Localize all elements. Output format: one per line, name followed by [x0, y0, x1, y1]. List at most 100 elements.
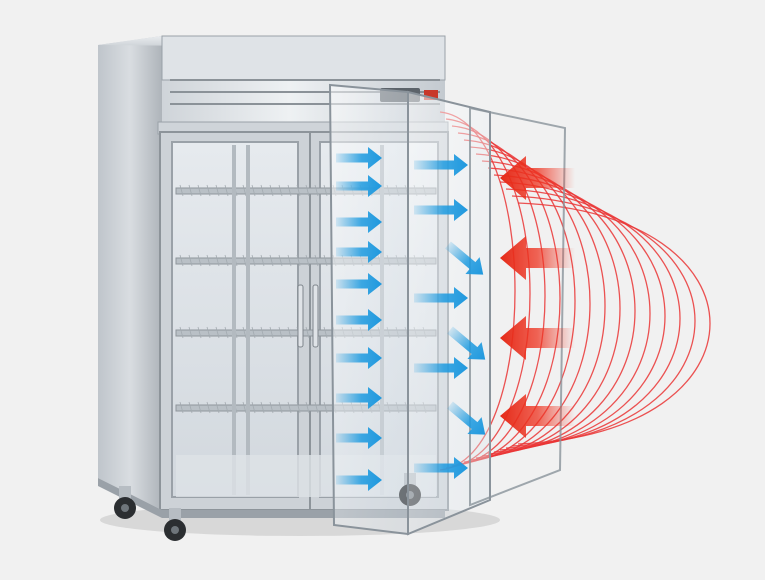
shelf-wire — [215, 401, 220, 414]
shelf-wire — [323, 326, 328, 339]
cold-arrow-icon — [336, 175, 382, 197]
heat-wave-line — [505, 188, 681, 449]
left-door-handle — [297, 284, 304, 348]
shelf-wire — [287, 254, 292, 267]
shelf-wire — [269, 184, 274, 197]
shelf-wire — [287, 326, 292, 339]
shelf-wire — [215, 254, 220, 267]
cold-arrow-icon — [336, 147, 382, 169]
heat-wave-line — [493, 174, 651, 453]
shelf-wire — [260, 254, 265, 267]
shelf-wire — [296, 254, 301, 267]
cold-arrow-icon — [336, 387, 382, 409]
cold-arrow-deflected-icon — [447, 401, 486, 435]
shelf-wire — [197, 184, 202, 197]
shelf-wire — [305, 401, 310, 414]
shelf-wire — [305, 326, 310, 339]
shelf-wire — [251, 326, 256, 339]
shelf-wire — [251, 184, 256, 197]
cabinet-side — [98, 36, 162, 510]
shelf-wire — [188, 254, 193, 267]
shelf-wire — [197, 254, 202, 267]
shelf-wire — [242, 401, 247, 414]
shelf-wire — [197, 401, 202, 414]
glass-panel-inner — [469, 106, 567, 507]
shelf-wire — [179, 184, 184, 197]
cold-arrow-icon — [336, 273, 382, 295]
shelf-wire — [206, 326, 211, 339]
shelf-wire — [287, 184, 292, 197]
shelf-wire — [206, 254, 211, 267]
shelf-wire — [278, 254, 283, 267]
shelf-wire — [215, 184, 220, 197]
warm-arrow-icon — [500, 236, 575, 280]
shelf-wire — [287, 401, 292, 414]
shelf-wire — [224, 184, 229, 197]
shelf-wire — [179, 254, 184, 267]
warm-airflow-arrows — [500, 156, 575, 438]
shelf-wire — [269, 254, 274, 267]
heat-wave-line — [511, 195, 696, 447]
cold-arrow-icon — [414, 154, 468, 176]
caster-front-left-hub — [171, 526, 179, 534]
heat-wave-line — [517, 202, 711, 445]
shelf-wire — [179, 401, 184, 414]
shelf-wire — [296, 184, 301, 197]
cold-arrow-icon — [336, 469, 382, 491]
shelf-wire — [242, 184, 247, 197]
heat-wave-line — [457, 132, 561, 465]
shelf-wire — [188, 184, 193, 197]
shelf-wire — [323, 184, 328, 197]
shelf-wire — [179, 326, 184, 339]
cold-arrow-icon — [336, 347, 382, 369]
cold-arrow-icon — [336, 241, 382, 263]
cold-arrow-icon — [414, 457, 468, 479]
cold-arrow-icon — [336, 309, 382, 331]
shelf-wire — [260, 326, 265, 339]
shelf-wire — [224, 254, 229, 267]
shelf-wire — [260, 184, 265, 197]
shelf-wire — [206, 184, 211, 197]
cold-arrow-deflected-icon — [447, 326, 486, 360]
shelf-wire — [314, 254, 319, 267]
top-grille — [161, 35, 446, 81]
shelf-wire — [323, 401, 328, 414]
shelf-wire — [188, 326, 193, 339]
power-switch — [424, 90, 438, 100]
shelf-wire — [188, 401, 193, 414]
caster-front-left-mount — [169, 508, 181, 522]
cold-airflow-arrows — [336, 147, 486, 491]
shelf-wire — [269, 326, 274, 339]
shelf-wire — [314, 401, 319, 414]
shelf-wire — [242, 254, 247, 267]
shelf-post — [232, 145, 236, 495]
cold-arrow-icon — [336, 427, 382, 449]
shelf-wire — [242, 326, 247, 339]
shelf-wire — [278, 326, 283, 339]
shelf-wire — [305, 254, 310, 267]
shelf-wire — [251, 401, 256, 414]
warm-arrow-icon — [500, 316, 575, 360]
cold-arrow-icon — [414, 287, 468, 309]
caster-back-left-mount — [119, 486, 131, 500]
shelf-wire — [251, 254, 256, 267]
shelf-wire — [260, 401, 265, 414]
cold-arrow-icon — [336, 211, 382, 233]
shelf-post — [246, 145, 250, 495]
shelf-wire — [206, 401, 211, 414]
shelf-wire — [269, 401, 274, 414]
cold-arrow-icon — [414, 199, 468, 221]
shelf-wire — [314, 184, 319, 197]
shelf-wire — [305, 184, 310, 197]
warm-arrow-icon — [500, 156, 575, 200]
shelf-wire — [323, 254, 328, 267]
shelf-wire — [224, 401, 229, 414]
cold-arrow-deflected-icon — [445, 241, 484, 275]
right-door-handle — [312, 284, 319, 348]
shelf-wire — [197, 326, 202, 339]
shelf-wire — [278, 401, 283, 414]
caster-back-left-hub — [121, 504, 129, 512]
warm-arrow-icon — [500, 394, 575, 438]
